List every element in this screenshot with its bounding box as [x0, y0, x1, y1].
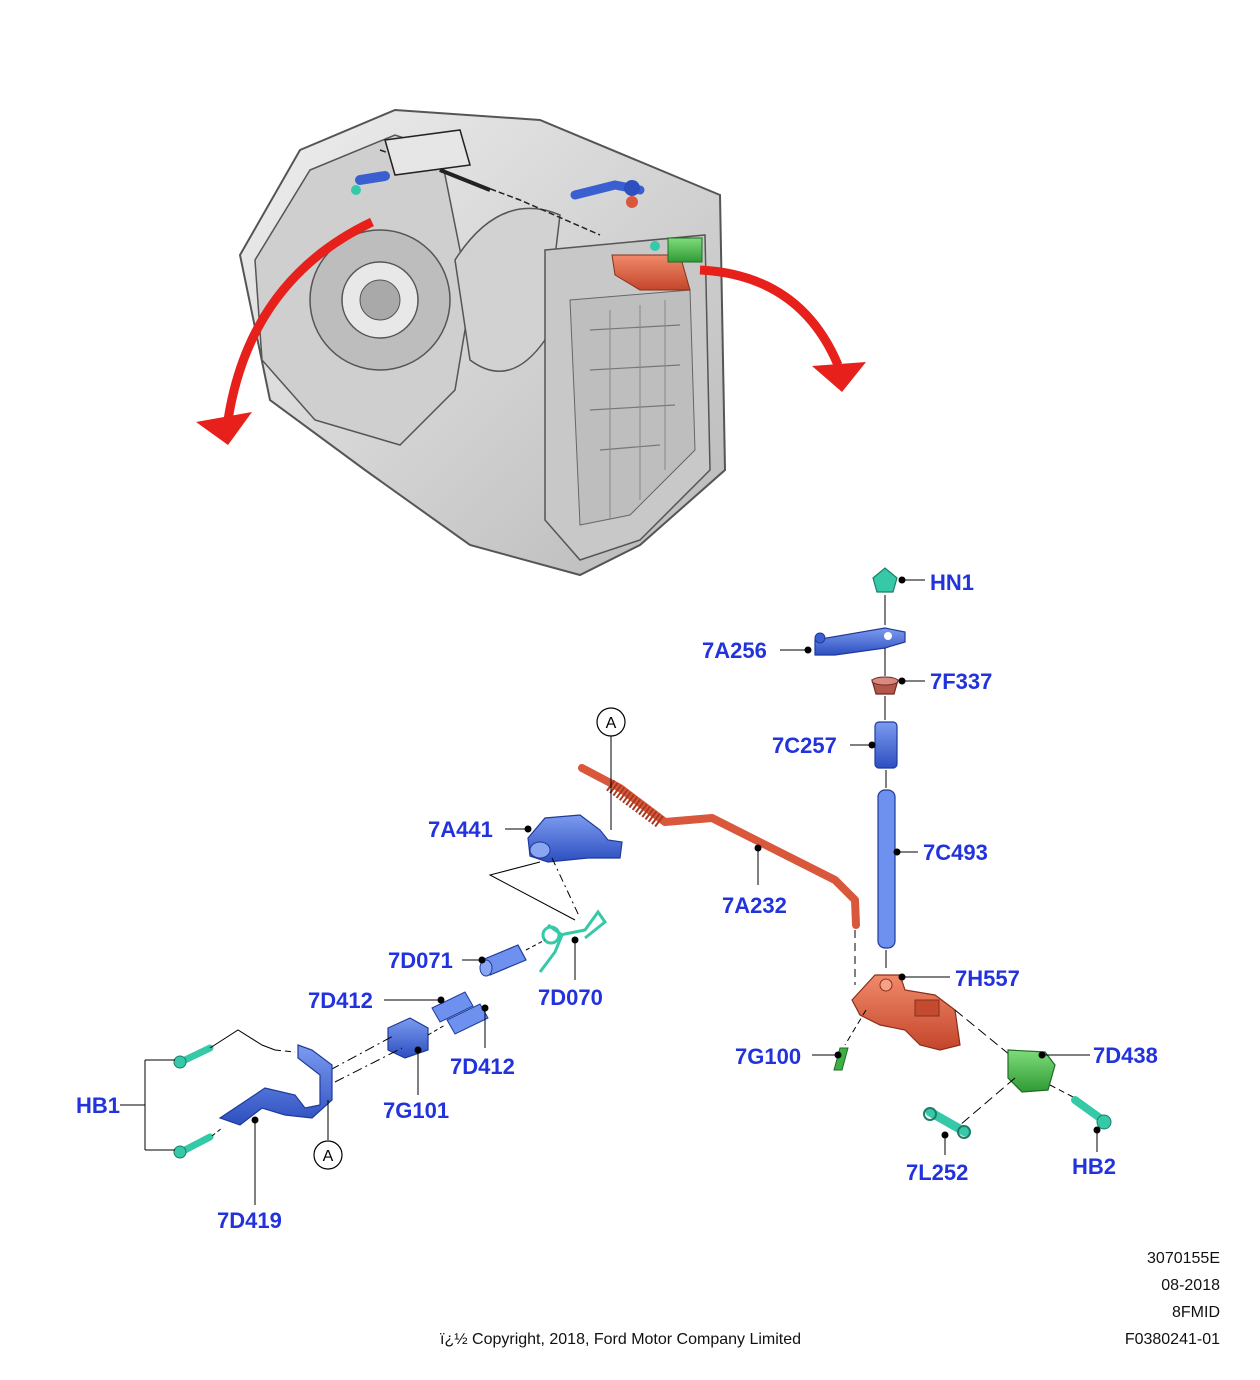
- label-7d412-bottom: 7D412: [450, 1054, 515, 1079]
- svg-text:A: A: [323, 1148, 334, 1165]
- label-7a256: 7A256: [702, 638, 767, 663]
- reference-circle-a-top: A: [596, 707, 626, 737]
- part-7a441: [527, 814, 623, 863]
- part-7d412-top: [431, 991, 474, 1023]
- label-7d419: 7D419: [217, 1208, 282, 1233]
- red-arrow-left: [196, 217, 374, 445]
- label-7h557: 7H557: [955, 966, 1020, 991]
- figure-number: F0380241-01: [1124, 1331, 1220, 1348]
- drawing-date: 08-2018: [1161, 1277, 1220, 1294]
- copyright-notice: ï¿½ Copyright, 2018, Ford Motor Company …: [440, 1331, 802, 1348]
- part-7l252: [923, 1107, 971, 1139]
- part-hb2: [1071, 1096, 1112, 1130]
- part-7h557: [851, 974, 961, 1051]
- label-7a441: 7A441: [428, 817, 493, 842]
- label-7g101: 7G101: [383, 1098, 449, 1123]
- part-7f337: [871, 676, 899, 695]
- label-7g100: 7G100: [735, 1044, 801, 1069]
- drawing-model: 8FMID: [1172, 1304, 1220, 1321]
- leader-lines: [251, 576, 1101, 1205]
- drawing-code: 3070155E: [1147, 1250, 1220, 1267]
- label-7d071: 7D071: [388, 948, 453, 973]
- label-7d070: 7D070: [538, 985, 603, 1010]
- part-7g100: [833, 1047, 849, 1071]
- label-7c493: 7C493: [923, 840, 988, 865]
- part-7a256: [814, 627, 906, 656]
- part-7d070: [538, 909, 608, 973]
- label-7d438: 7D438: [1093, 1043, 1158, 1068]
- part-7c493: [877, 789, 896, 949]
- part-7d071: [479, 944, 527, 977]
- part-7d419: [218, 1044, 333, 1126]
- svg-text:A: A: [606, 715, 617, 732]
- label-7c257: 7C257: [772, 733, 837, 758]
- label-7l252: 7L252: [906, 1160, 968, 1185]
- reference-circle-a-bottom: A: [313, 1140, 343, 1170]
- label-hn1: HN1: [930, 570, 974, 595]
- part-7d412-bottom: [446, 1003, 489, 1035]
- part-hb1-lower: [173, 1133, 214, 1159]
- part-7a232: [578, 764, 860, 929]
- part-hn1: [872, 567, 898, 593]
- label-hb2: HB2: [1072, 1154, 1116, 1179]
- label-hb1: HB1: [76, 1093, 120, 1118]
- part-7c257: [874, 721, 898, 769]
- label-7a232: 7A232: [722, 893, 787, 918]
- part-7d438: [1007, 1049, 1056, 1093]
- label-7d412-top: 7D412: [308, 988, 373, 1013]
- part-hb1-upper: [173, 1044, 214, 1069]
- transmission-housing: [238, 108, 727, 577]
- red-arrow-right: [699, 265, 866, 392]
- label-7f337: 7F337: [930, 669, 992, 694]
